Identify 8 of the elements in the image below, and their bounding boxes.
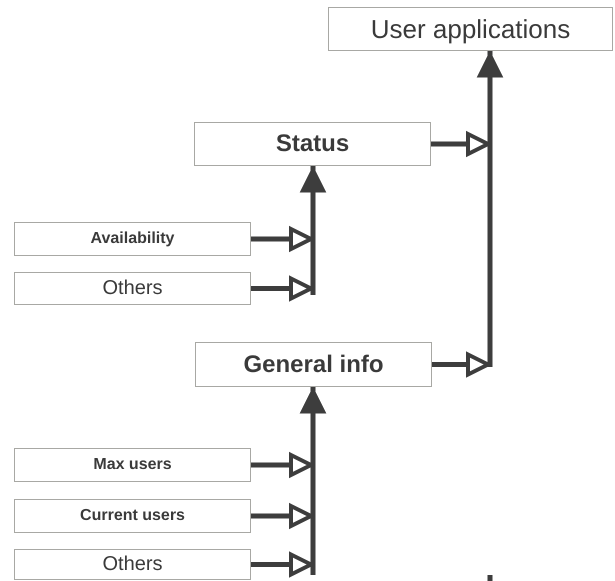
text-box: Max users bbox=[14, 448, 251, 482]
text-box: Availability bbox=[14, 222, 251, 256]
text-box: Others bbox=[14, 272, 251, 305]
text-box: General info bbox=[195, 342, 432, 387]
text-box: Current users bbox=[14, 499, 251, 533]
text-box: Others bbox=[14, 549, 251, 580]
text-box: User applications bbox=[328, 7, 613, 51]
text-box: Status bbox=[194, 122, 431, 166]
